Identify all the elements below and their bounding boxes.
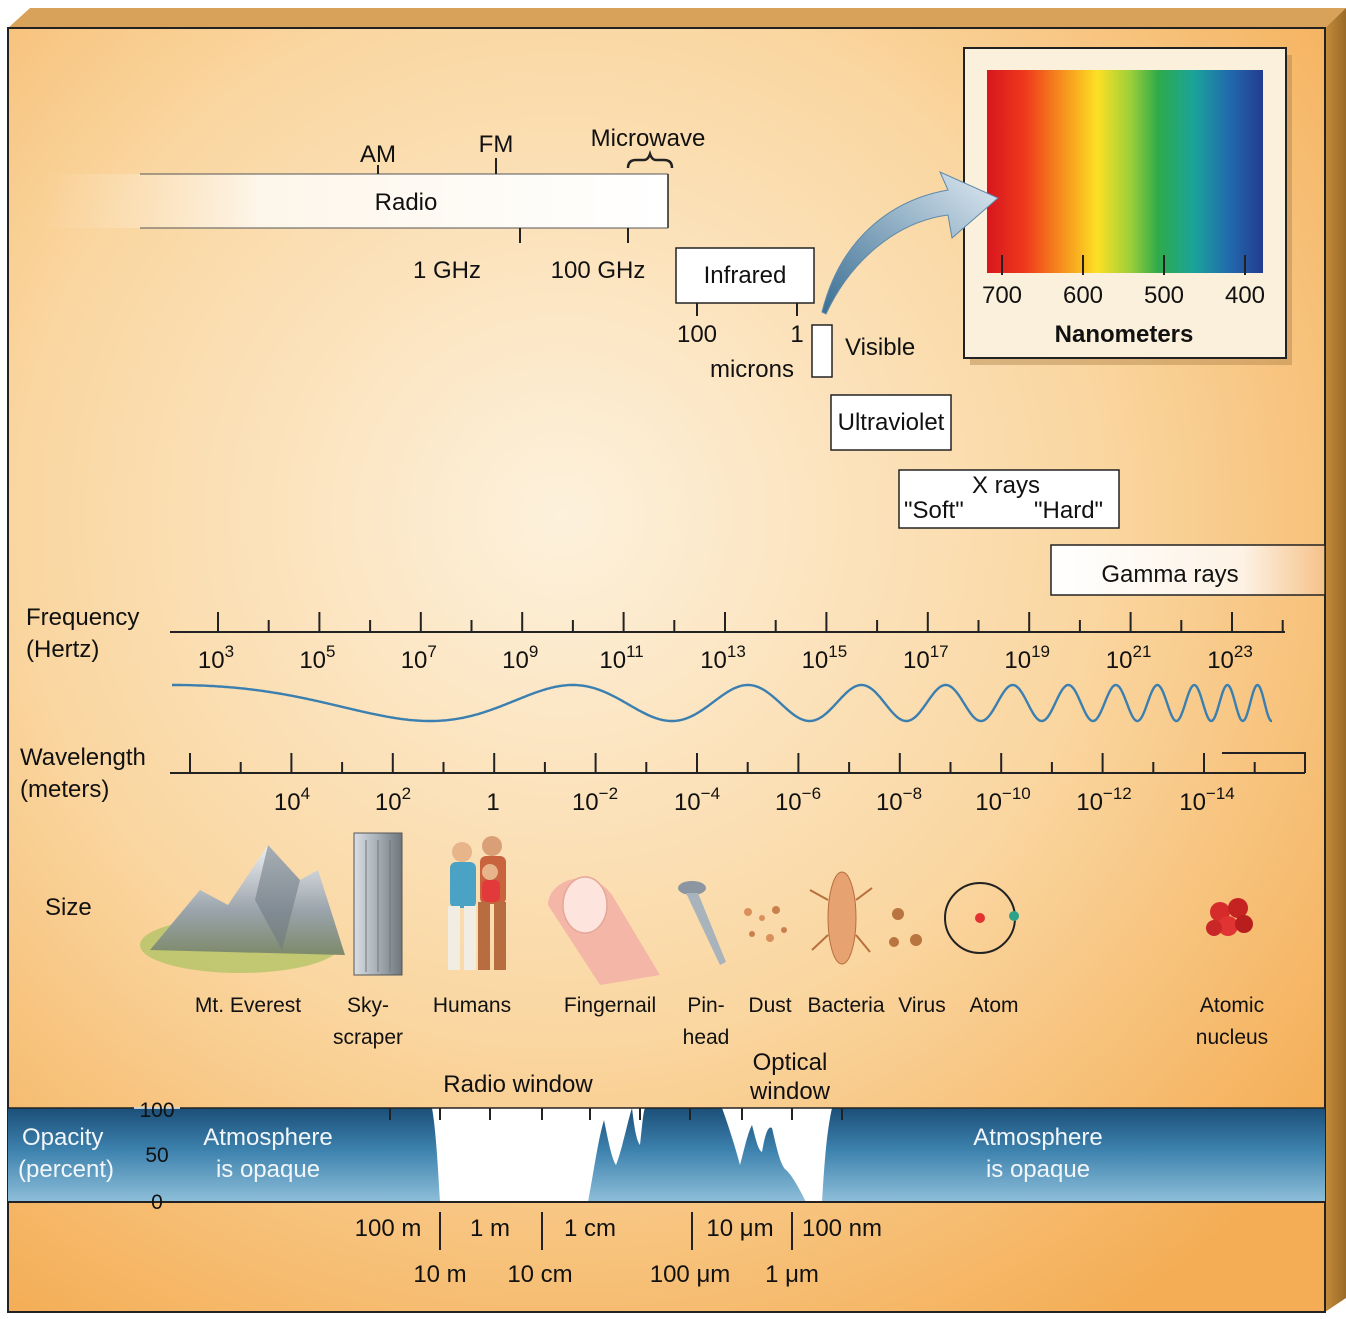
infrared-label: Infrared bbox=[704, 262, 787, 289]
inset-tick-label: 700 bbox=[982, 282, 1022, 309]
radio-window-label: Radio window bbox=[443, 1071, 593, 1098]
size-label: Size bbox=[45, 894, 92, 921]
size-item-label-2: head bbox=[683, 1026, 730, 1049]
atmosphere-bottom-label: 10 cm bbox=[507, 1261, 572, 1288]
dust-picture bbox=[744, 906, 787, 942]
visible-label: Visible bbox=[845, 334, 915, 361]
microwave-brace bbox=[626, 150, 674, 169]
em-wave bbox=[172, 683, 1272, 723]
wavelength-tick-label: 10−8 bbox=[876, 784, 922, 816]
atmosphere-bottom-label: 100 μm bbox=[650, 1261, 731, 1288]
board-top-edge bbox=[8, 8, 1346, 28]
frequency-label: Frequency bbox=[26, 604, 139, 631]
humans-picture bbox=[448, 836, 506, 970]
atmosphere-bottom-label: 10 m bbox=[413, 1261, 466, 1288]
atmosphere-bottom-label: 1 cm bbox=[564, 1215, 616, 1242]
optical-window-gap bbox=[722, 1108, 832, 1202]
radio-label: Radio bbox=[375, 189, 438, 216]
opaque-left-label: Atmosphere bbox=[203, 1124, 332, 1151]
atmosphere-bottom-label: 100 nm bbox=[802, 1215, 882, 1242]
opaque-left-label-2: is opaque bbox=[216, 1156, 320, 1183]
atom-picture bbox=[944, 882, 1019, 954]
microwave-label: Microwave bbox=[591, 125, 706, 152]
size-item-label: Atomic bbox=[1200, 994, 1264, 1017]
infrared-tick-100: 100 bbox=[677, 321, 717, 348]
size-labels: Mt. Everest Sky-scraper Humans Fingernail Pi… bbox=[195, 994, 1268, 1049]
opacity-label: Opacity bbox=[22, 1124, 103, 1151]
atmosphere-bottom-label: 10 μm bbox=[706, 1215, 773, 1242]
ultraviolet-label: Ultraviolet bbox=[838, 409, 945, 436]
size-item-label: Fingernail bbox=[564, 994, 656, 1017]
microns-label: microns bbox=[710, 356, 794, 383]
xrays-soft-label: "Soft" bbox=[904, 497, 964, 524]
wavelength-unit-label: (meters) bbox=[20, 776, 109, 803]
size-item-label: Dust bbox=[748, 994, 791, 1017]
radio-band-box bbox=[40, 174, 668, 228]
size-item-label: Mt. Everest bbox=[195, 994, 301, 1017]
size-item-label: Virus bbox=[898, 994, 945, 1017]
wavelength-tick-label: 102 bbox=[375, 784, 411, 816]
xrays-label: X rays bbox=[972, 472, 1040, 499]
inset-tick-label: 600 bbox=[1063, 282, 1103, 309]
frequency-tick-label: 1019 bbox=[1004, 642, 1050, 674]
xrays-band-box bbox=[898, 469, 1120, 529]
visible-band-box bbox=[811, 324, 833, 378]
wavelength-tick-label: 1 bbox=[486, 789, 499, 816]
xrays-hard-label: "Hard" bbox=[1034, 497, 1103, 524]
infrared-tick-1: 1 bbox=[790, 321, 803, 348]
atmosphere-bottom-label: 100 m bbox=[355, 1215, 422, 1242]
size-item-label: Humans bbox=[433, 994, 511, 1017]
opaque-right-label: Atmosphere bbox=[973, 1124, 1102, 1151]
size-item-label-2: scraper bbox=[333, 1026, 403, 1049]
mount-everest-picture bbox=[140, 845, 345, 973]
size-item-label: Sky- bbox=[347, 994, 389, 1017]
optical-window-label-2: window bbox=[749, 1078, 831, 1105]
fingernail-picture bbox=[548, 876, 660, 985]
optical-window-label: Optical bbox=[753, 1049, 828, 1076]
opacity-unit-label: (percent) bbox=[18, 1156, 114, 1183]
frequency-unit-label: (Hertz) bbox=[26, 636, 99, 663]
radio-tick-100ghz: 100 GHz bbox=[551, 257, 646, 284]
radio-tick-1ghz: 1 GHz bbox=[413, 257, 481, 284]
am-label: AM bbox=[360, 141, 396, 168]
opacity-tick-100: 100 bbox=[139, 1099, 174, 1122]
zoom-arrow-icon bbox=[821, 171, 999, 315]
fm-label: FM bbox=[479, 131, 514, 158]
frequency-tick-label: 105 bbox=[299, 642, 335, 674]
pinhead-picture bbox=[678, 881, 726, 965]
atmosphere-bottom-ticks: 100 m 1 m 1 cm 10 μm 100 nm 10 m 10 cm 100 μm 1 … bbox=[355, 1212, 882, 1288]
opaque-right-label-2: is opaque bbox=[986, 1156, 1090, 1183]
opacity-tick-50: 50 bbox=[145, 1144, 168, 1167]
size-item-label-2: nucleus bbox=[1196, 1026, 1268, 1049]
infrared-band-box bbox=[675, 247, 815, 304]
radio-window-gap bbox=[432, 1108, 645, 1202]
wavelength-label: Wavelength bbox=[20, 744, 146, 771]
atmosphere-top-ticks bbox=[134, 1107, 843, 1120]
gamma-label: Gamma rays bbox=[1101, 561, 1238, 588]
size-item-label: Bacteria bbox=[807, 994, 884, 1017]
inset-tick-label: 500 bbox=[1144, 282, 1184, 309]
atmosphere-bottom-label: 1 m bbox=[470, 1215, 510, 1242]
frequency-tick-label: 1015 bbox=[802, 642, 848, 674]
visible-spectrum-gradient bbox=[987, 70, 1263, 273]
nanometers-label: Nanometers bbox=[1055, 321, 1194, 348]
gamma-band-box bbox=[1050, 544, 1326, 596]
atomic-nucleus-picture bbox=[1206, 898, 1253, 936]
size-item-label: Atom bbox=[969, 994, 1018, 1017]
board-side-edge bbox=[1325, 8, 1346, 1312]
ultraviolet-band-box bbox=[830, 394, 952, 451]
virus-picture bbox=[889, 908, 922, 947]
size-item-label: Pin- bbox=[687, 994, 724, 1017]
atmosphere-opacity-band bbox=[8, 1108, 1325, 1202]
skyscraper-picture bbox=[353, 832, 403, 976]
inset-tick-label: 400 bbox=[1225, 282, 1265, 309]
bacteria-picture bbox=[809, 871, 873, 965]
opacity-tick-0: 0 bbox=[151, 1191, 163, 1214]
atmosphere-bottom-label: 1 μm bbox=[765, 1261, 819, 1288]
inset-ticks: 700 600 500 400 bbox=[982, 255, 1265, 309]
